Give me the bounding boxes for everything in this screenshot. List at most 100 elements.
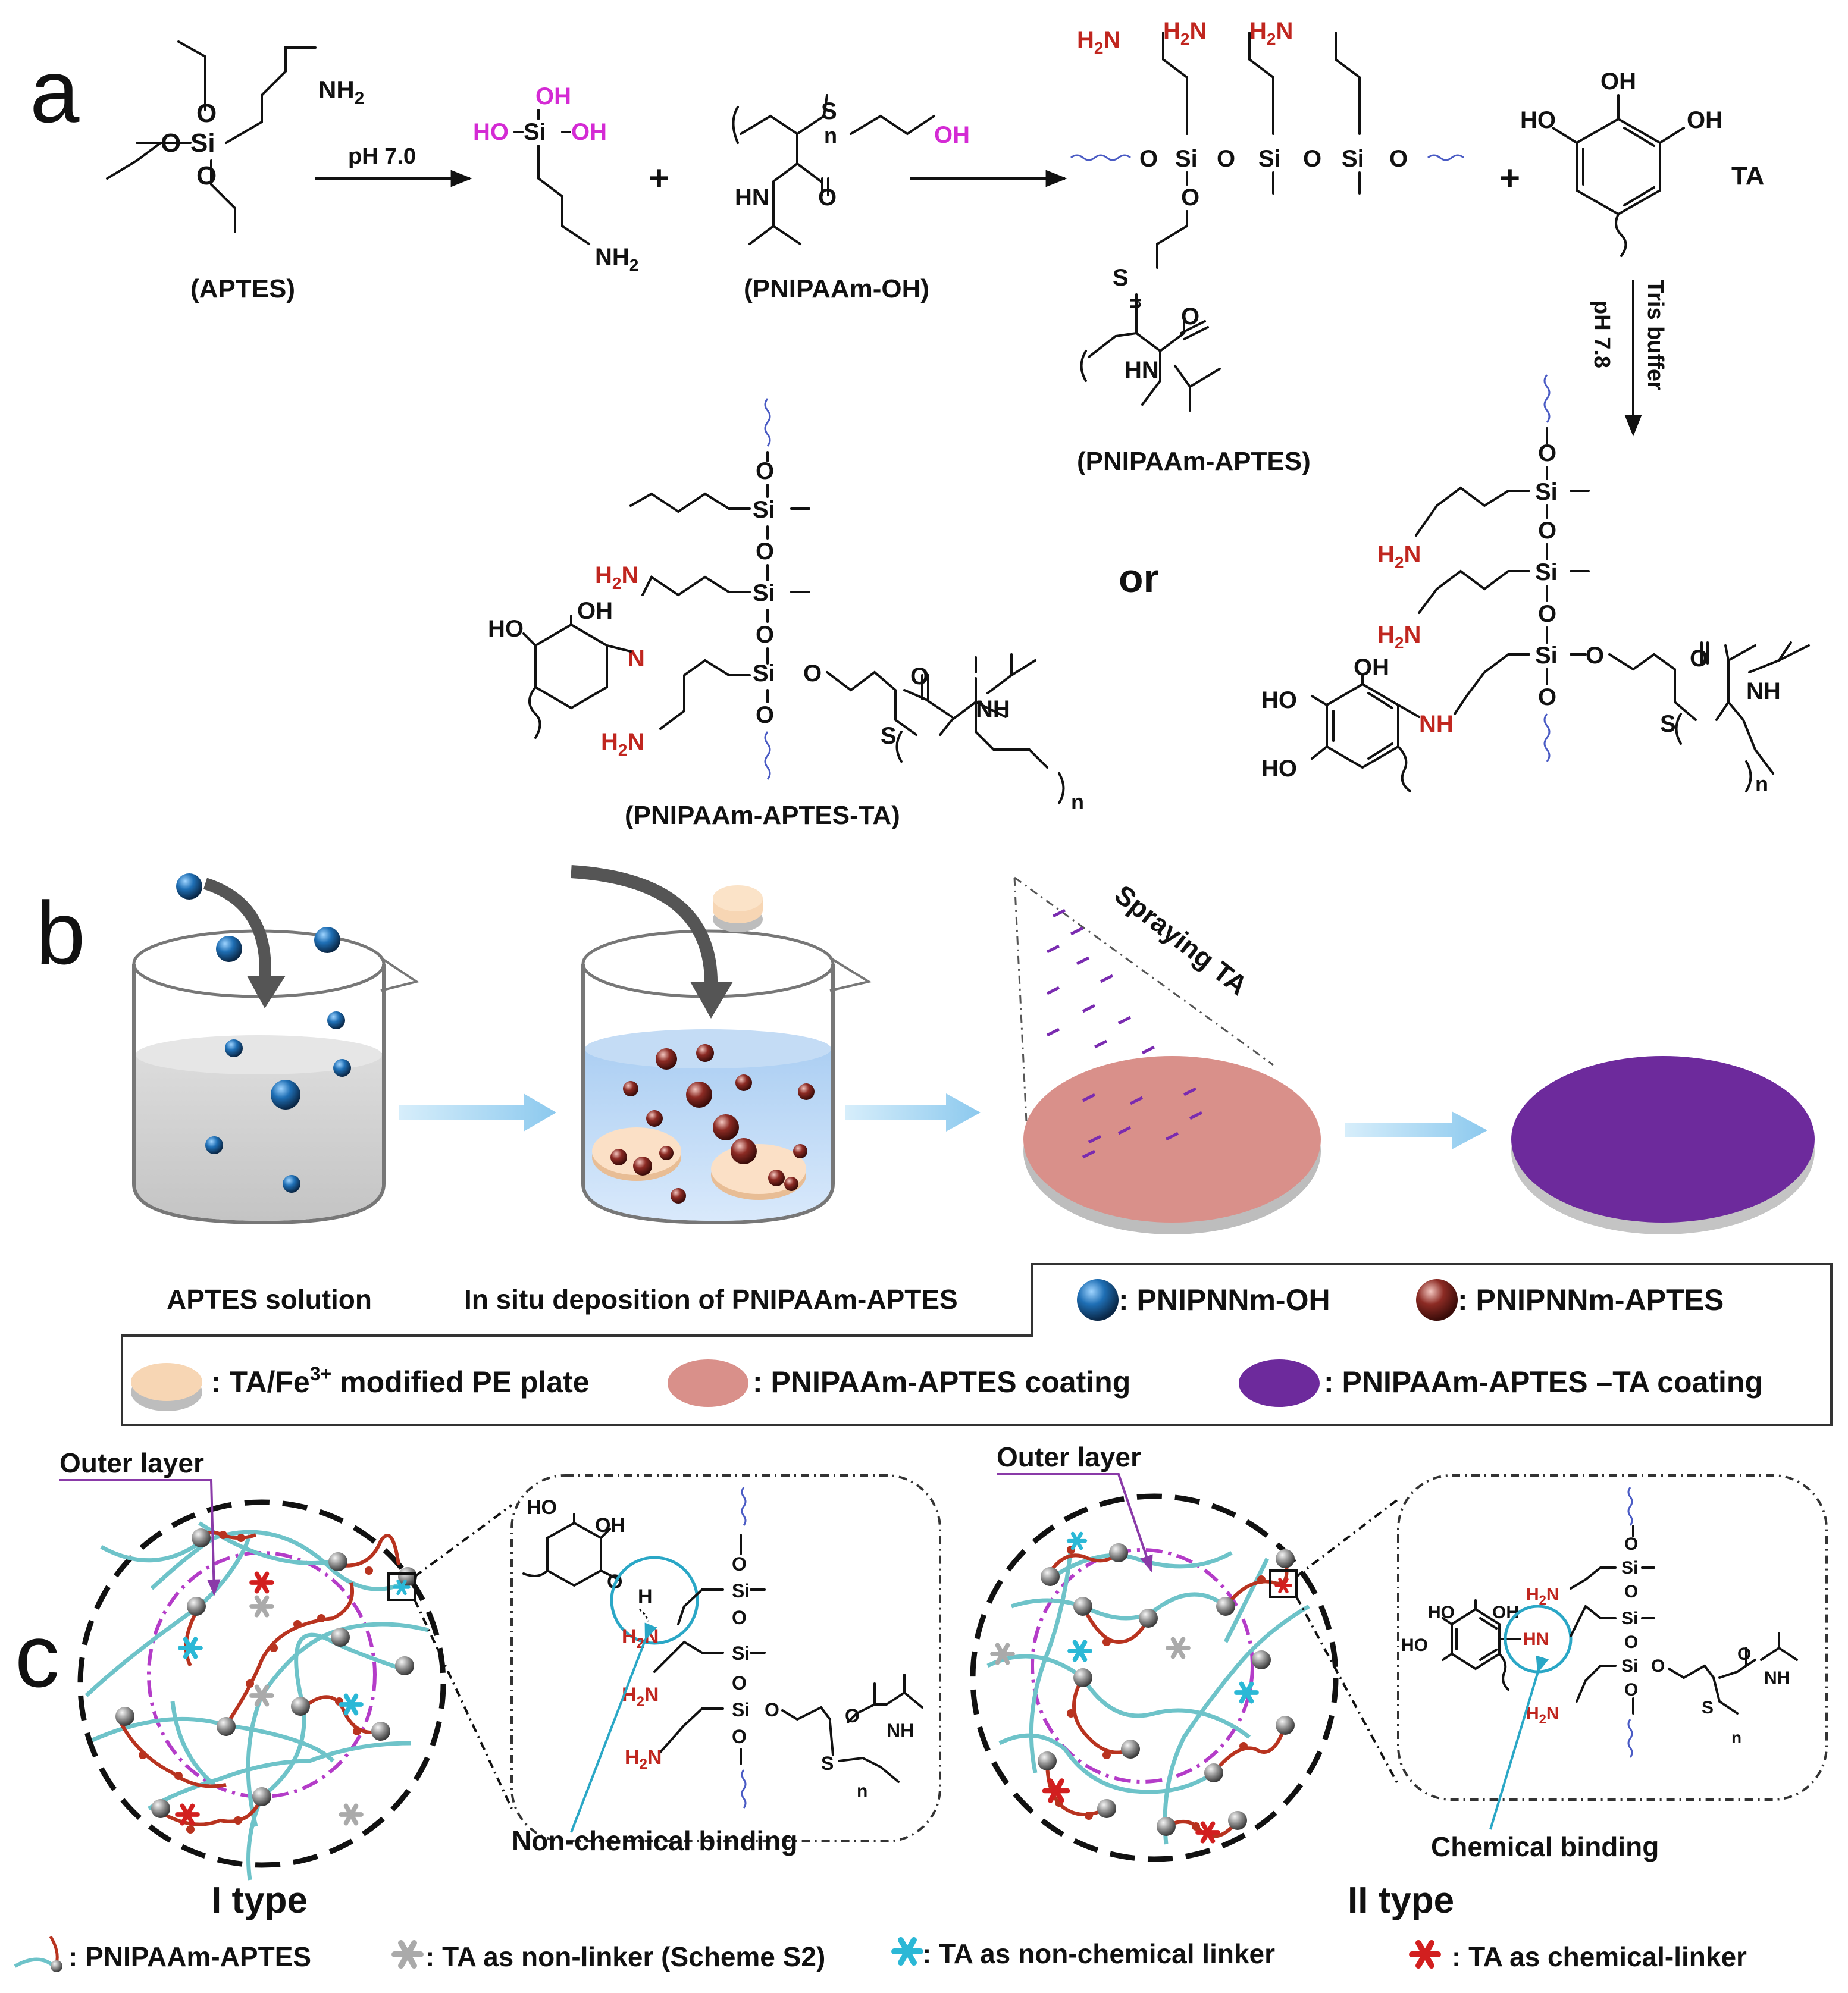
svg-text:HO: HO — [1520, 107, 1556, 133]
beaker-deposition — [571, 865, 872, 1225]
ta-non-chemical-linker-star — [178, 1637, 203, 1659]
grey-star-icon — [391, 1939, 424, 1969]
svg-text:Si: Si — [190, 129, 215, 158]
purple-disc — [1511, 1056, 1815, 1234]
step2-label: In situ deposition of PNIPAAm-APTES — [464, 1284, 958, 1315]
svg-text:: TA as non-chemical linker: : TA as non-chemical linker — [922, 1938, 1275, 1969]
plus-1: + — [649, 158, 669, 198]
svg-text:Si: Si — [753, 660, 775, 687]
svg-text:n: n — [857, 1781, 867, 1801]
spraying-label: Spraying TA — [1109, 879, 1254, 1001]
svg-text:Si: Si — [753, 580, 775, 606]
process-arrow-3 — [1345, 1111, 1487, 1149]
cyan-star-icon — [891, 1936, 923, 1966]
svg-text:HN: HN — [735, 184, 769, 211]
step1-label: APTES solution — [167, 1284, 372, 1315]
ta-label: TA — [1731, 161, 1764, 190]
svg-text:Si: Si — [753, 497, 775, 523]
svg-text:OH: OH — [1354, 654, 1389, 681]
product-imine-structure: O Si O Si O Si O O H2N N H2N S O NH n HO… — [488, 398, 1084, 830]
svg-text:OH: OH — [571, 119, 607, 145]
network-type-ii — [970, 1493, 1339, 1862]
legend-peach-plate: : TA/Fe3+ modified PE plate — [131, 1363, 590, 1411]
svg-text:O: O — [1181, 303, 1199, 330]
svg-text:H2N: H2N — [1077, 27, 1120, 57]
svg-text:Si: Si — [732, 1699, 750, 1721]
svg-text:Si: Si — [524, 119, 546, 145]
svg-text:S: S — [1660, 711, 1676, 737]
type-ii-label: II type — [1348, 1880, 1454, 1921]
ta-chemical-linker-star — [175, 1803, 200, 1826]
condition-ph70: pH 7.0 — [348, 144, 416, 169]
svg-text:O: O — [1538, 684, 1556, 710]
svg-text:n: n — [824, 123, 837, 148]
svg-text:O: O — [756, 702, 774, 728]
svg-text:NH: NH — [1419, 711, 1454, 737]
non-chemical-binding-label: Non-chemical binding — [512, 1825, 797, 1856]
svg-text:: PNIPNNm-OH: : PNIPNNm-OH — [1119, 1283, 1330, 1317]
ta-chemical-linker-star — [249, 1571, 274, 1594]
svg-text:S: S — [821, 1753, 834, 1774]
svg-text:HO: HO — [488, 616, 524, 642]
svg-text:: TA/Fe3+ modified PE plate: : TA/Fe3+ modified PE plate — [211, 1363, 590, 1399]
svg-text:: TA as non-linker (Scheme S2): : TA as non-linker (Scheme S2) — [425, 1941, 825, 1972]
legend-cyan-star: : TA as non-chemical linker — [922, 1938, 1275, 1969]
ta-non-chemical-linker-star — [1234, 1681, 1259, 1704]
pnipaam-aptes-label: (PNIPAAm-APTES) — [1077, 447, 1311, 476]
svg-text:O: O — [765, 1699, 779, 1721]
beaker-aptes — [132, 873, 419, 1225]
svg-text:H2N: H2N — [601, 729, 644, 759]
svg-text:O: O — [1624, 1632, 1638, 1652]
svg-text:H2N: H2N — [1377, 541, 1421, 572]
svg-text:O: O — [161, 129, 181, 158]
pnipaam-oh-structure: S n OH HN O (PNIPAAm-OH) — [732, 94, 970, 303]
svg-text:O: O — [1303, 146, 1321, 172]
svg-text:HN: HN — [1523, 1630, 1549, 1649]
inset-chemical: HO OH HO HN O Si O Si O Si O O H2N H2N O… — [1397, 1474, 1828, 1801]
ta-structure: OH HO OH TA — [1520, 68, 1764, 257]
outer-layer-label-left: Outer layer — [59, 1447, 204, 1478]
svg-text:n: n — [1755, 772, 1768, 796]
svg-text:H2N: H2N — [625, 1746, 662, 1772]
ta-non-linker-star — [1166, 1637, 1191, 1659]
svg-text:Si: Si — [1535, 643, 1558, 669]
svg-text:H: H — [638, 1585, 653, 1608]
svg-text:O: O — [910, 663, 929, 690]
ta-non-chemical-linker-star — [1066, 1531, 1088, 1550]
svg-text:O: O — [1139, 146, 1158, 172]
svg-text:H2N: H2N — [1526, 1704, 1559, 1726]
svg-text:OH: OH — [595, 1514, 625, 1537]
zoom-marker-right — [1269, 1569, 1298, 1598]
svg-text:HO: HO — [527, 1496, 557, 1519]
svg-text:NH: NH — [1764, 1668, 1790, 1688]
svg-text:HO: HO — [1261, 687, 1297, 713]
product-amine-structure: O Si O Si O Si O O H2N H2N NH O NH S n H… — [1261, 374, 1810, 796]
ta-chemical-linker-star — [1274, 1577, 1292, 1594]
svg-text:Si: Si — [1621, 1656, 1638, 1676]
svg-text:O: O — [1217, 146, 1235, 172]
svg-text:O: O — [732, 1726, 747, 1747]
svg-text:Si: Si — [1342, 146, 1364, 172]
type-i-label: I type — [211, 1880, 308, 1921]
svg-text:O: O — [845, 1705, 860, 1726]
svg-text:OH: OH — [1492, 1603, 1519, 1622]
svg-text:O: O — [1181, 184, 1199, 211]
svg-text:HO: HO — [1261, 756, 1297, 782]
process-arrow-2 — [845, 1093, 981, 1132]
ta-non-linker-star — [249, 1684, 274, 1707]
ta-non-chemical-linker-star — [339, 1693, 364, 1716]
ta-non-linker-star — [249, 1595, 274, 1618]
svg-text:H2N: H2N — [1526, 1585, 1559, 1607]
svg-text:O: O — [196, 161, 217, 190]
svg-text:H2N: H2N — [1163, 18, 1207, 48]
ta-chemical-linker-star — [1195, 1821, 1220, 1844]
svg-text:OH: OH — [934, 122, 970, 148]
svg-text:O: O — [1586, 643, 1604, 669]
svg-text:O: O — [756, 622, 774, 648]
svg-text:: PNIPNNm-APTES: : PNIPNNm-APTES — [1458, 1283, 1724, 1317]
ta-chemical-linker-star — [1042, 1778, 1070, 1803]
svg-text:n: n — [1731, 1728, 1741, 1747]
spray-coating: Spraying TA — [1013, 876, 1321, 1234]
plus-2: + — [1499, 158, 1520, 198]
